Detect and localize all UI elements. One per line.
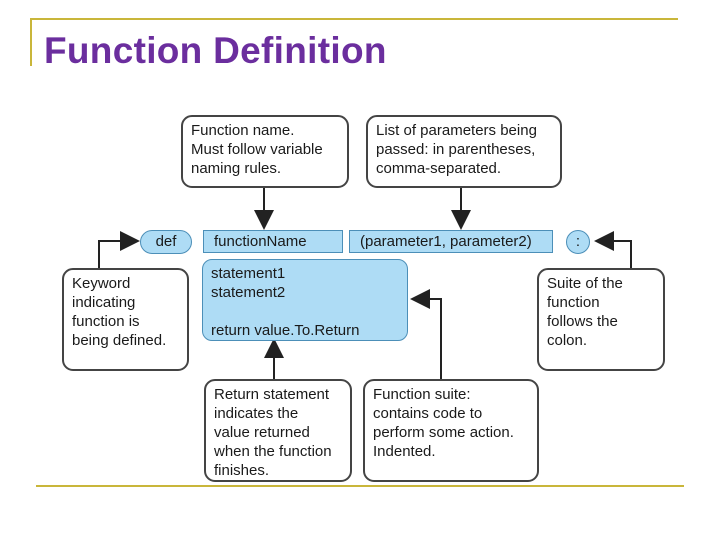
callout-return: Return statement indicates the value ret… bbox=[204, 379, 352, 482]
colon-code: : bbox=[566, 230, 590, 254]
bottom-rule bbox=[36, 485, 684, 487]
callout-function-name: Function name. Must follow variable nami… bbox=[181, 115, 349, 188]
top-rule bbox=[30, 18, 678, 20]
callout-colon: Suite of the function follows the colon. bbox=[537, 268, 665, 371]
callout-keyword: Keyword indicating function is being def… bbox=[62, 268, 189, 371]
left-rule bbox=[30, 18, 32, 66]
function-name-code: functionName bbox=[203, 230, 343, 253]
parameters-code: (parameter1, parameter2) bbox=[349, 230, 553, 253]
function-suite-code: statement1 statement2 return value.To.Re… bbox=[202, 259, 408, 341]
arrow-keyword bbox=[98, 231, 140, 270]
callout-suite: Function suite: contains code to perform… bbox=[363, 379, 539, 482]
slide-title: Function Definition bbox=[44, 30, 387, 71]
arrow-suite bbox=[410, 289, 442, 381]
def-keyword: def bbox=[140, 230, 192, 254]
arrow-colon bbox=[594, 231, 632, 270]
callout-parameters: List of parameters being passed: in pare… bbox=[366, 115, 562, 188]
